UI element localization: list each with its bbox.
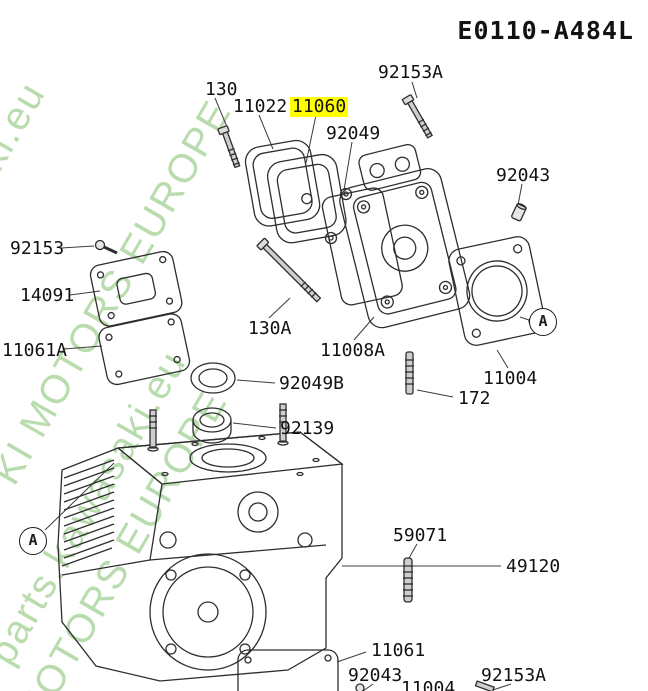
bolt-130-art: [217, 125, 241, 169]
part-label-14091[interactable]: 14091: [20, 285, 75, 306]
stud-172-art: [405, 351, 414, 395]
part-label-11008A[interactable]: 11008A: [320, 340, 386, 361]
view-marker-A: A: [529, 308, 557, 336]
cylinder-head-art: [339, 143, 471, 329]
leader-lines: [44, 81, 530, 691]
oil-seal-92049B-art: [190, 362, 236, 394]
part-label-92139[interactable]: 92139: [280, 418, 335, 439]
stud-59071-art: [403, 557, 413, 603]
air-element-11022-art: [244, 139, 321, 227]
part-label-130[interactable]: 130: [205, 79, 238, 100]
pin-92043-art: [511, 203, 527, 222]
part-label-92153A[interactable]: 92153A: [378, 62, 444, 83]
part-label-11061[interactable]: 11061: [371, 640, 426, 661]
bolt-130A-art: [256, 237, 322, 303]
head-backing-plate-art: [321, 187, 403, 306]
air-cover-11060-art: [266, 153, 347, 244]
part-label-92043[interactable]: 92043: [348, 665, 403, 686]
part-label-92153A[interactable]: 92153A: [481, 665, 547, 686]
part-label-11004[interactable]: 11004: [401, 678, 456, 691]
grommet-92049-art: [324, 187, 353, 245]
screw-92153-art: [94, 239, 118, 255]
part-label-49120[interactable]: 49120: [506, 556, 561, 577]
part-label-11004[interactable]: 11004: [483, 368, 538, 389]
part-label-92153[interactable]: 92153: [10, 238, 65, 259]
bolt-92153A-bottom-art: [474, 680, 495, 691]
gasket-14091-art: [89, 250, 183, 327]
part-label-59071[interactable]: 59071: [393, 525, 448, 546]
view-marker-A: A: [19, 527, 47, 555]
crankcase-49120-art: [57, 403, 344, 682]
part-label-11060[interactable]: 11060: [290, 96, 349, 117]
part-label-11022[interactable]: 11022: [233, 96, 288, 117]
bolt-92153A-art: [401, 94, 433, 139]
head-gasket-11004-art: [448, 236, 546, 346]
part-label-92049B[interactable]: 92049B: [279, 373, 345, 394]
gasket-11061A-art: [98, 313, 191, 386]
part-label-92043[interactable]: 92043: [496, 165, 551, 186]
part-label-11061A[interactable]: 11061A: [2, 340, 68, 361]
gasket-11061-art: [237, 649, 339, 691]
bushing-92139-art: [192, 407, 232, 444]
screw-92043-bottom-art: [355, 683, 365, 691]
part-label-92049[interactable]: 92049: [326, 123, 381, 144]
part-label-172[interactable]: 172: [458, 388, 491, 409]
part-label-130A[interactable]: 130A: [248, 318, 292, 339]
page-title: E0110-A484L: [457, 16, 634, 45]
